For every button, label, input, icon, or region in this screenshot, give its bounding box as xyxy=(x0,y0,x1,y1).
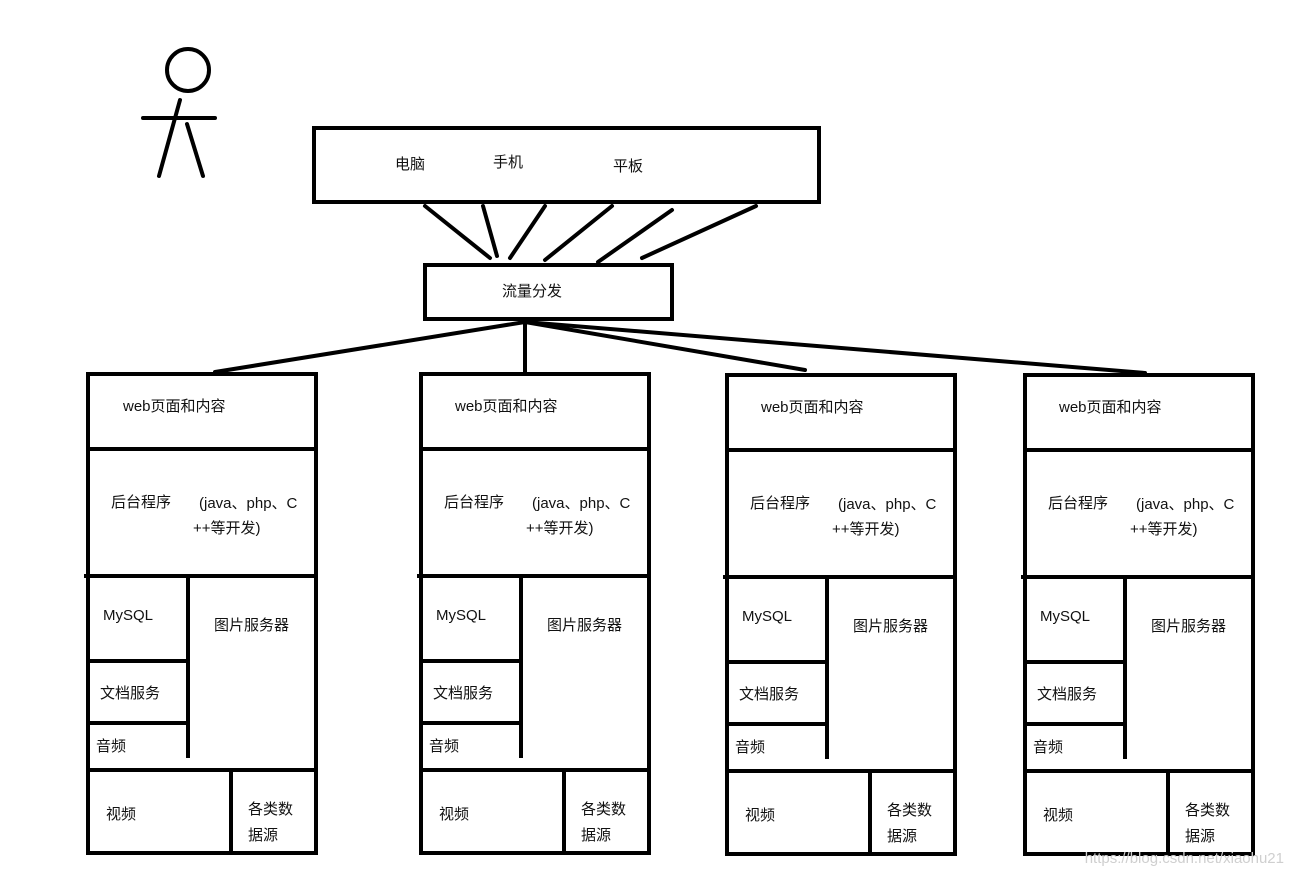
mysql-label: MySQL xyxy=(742,608,793,625)
audio-label: 音频 xyxy=(1033,739,1064,756)
audio-label: 音频 xyxy=(96,738,127,755)
image-server-label: 图片服务器 xyxy=(547,617,623,634)
doc-service-label: 文档服务 xyxy=(1037,686,1098,703)
divider xyxy=(229,768,233,855)
data-source-line2: 据源 xyxy=(1185,828,1216,845)
backend-lang-line1: (java、php、C xyxy=(1136,496,1235,513)
divider xyxy=(419,768,651,772)
divider xyxy=(417,574,651,578)
divider xyxy=(1023,448,1255,452)
image-server-label: 图片服务器 xyxy=(853,618,929,635)
divider xyxy=(562,768,566,855)
divider xyxy=(86,447,318,451)
divider xyxy=(868,769,872,856)
video-label: 视频 xyxy=(439,806,470,823)
divider xyxy=(519,574,523,758)
web-content-label: web页面和内容 xyxy=(1059,399,1162,416)
divider xyxy=(725,660,825,664)
data-source-line1: 各类数 xyxy=(581,801,627,818)
traffic-dispatcher-label: 流量分发 xyxy=(502,283,563,300)
backend-lang-line2: ++等开发) xyxy=(193,520,261,537)
divider xyxy=(725,448,957,452)
audio-label: 音频 xyxy=(735,739,766,756)
web-content-label: web页面和内容 xyxy=(123,398,226,415)
divider xyxy=(723,575,957,579)
watermark: https://blog.csdn.net/xiaohu21 xyxy=(1084,850,1284,867)
backend-title-label: 后台程序 xyxy=(750,495,811,512)
doc-service-label: 文档服务 xyxy=(100,685,161,702)
image-server-label: 图片服务器 xyxy=(214,617,290,634)
backend-title-label: 后台程序 xyxy=(444,494,505,511)
data-source-line2: 据源 xyxy=(887,828,918,845)
mysql-label: MySQL xyxy=(103,607,154,624)
data-source-line1: 各类数 xyxy=(1185,802,1231,819)
data-source-line1: 各类数 xyxy=(248,801,294,818)
data-source-line2: 据源 xyxy=(581,827,612,844)
backend-lang-line2: ++等开发) xyxy=(832,521,900,538)
divider xyxy=(419,659,519,663)
mysql-label: MySQL xyxy=(436,607,487,624)
mysql-label: MySQL xyxy=(1040,608,1091,625)
divider xyxy=(1023,660,1123,664)
video-label: 视频 xyxy=(106,806,137,823)
web-content-label: web页面和内容 xyxy=(761,399,864,416)
divider xyxy=(1023,769,1255,773)
device-tablet-label: 平板 xyxy=(613,158,644,175)
web-content-label: web页面和内容 xyxy=(455,398,558,415)
data-source-line1: 各类数 xyxy=(887,802,933,819)
user-figure-icon xyxy=(141,47,217,178)
video-label: 视频 xyxy=(745,807,776,824)
backend-lang-line2: ++等开发) xyxy=(526,520,594,537)
divider xyxy=(1166,769,1170,856)
server-node-frame xyxy=(419,372,651,855)
device-phone-label: 手机 xyxy=(493,154,524,171)
divider xyxy=(84,574,318,578)
divider xyxy=(419,447,651,451)
divider xyxy=(1023,722,1123,726)
divider xyxy=(1021,575,1255,579)
image-server-label: 图片服务器 xyxy=(1151,618,1227,635)
backend-lang-line1: (java、php、C xyxy=(532,495,631,512)
divider xyxy=(725,769,957,773)
server-node-frame xyxy=(725,373,957,856)
server-node-frame xyxy=(86,372,318,855)
backend-title-label: 后台程序 xyxy=(111,494,172,511)
server-node-frame xyxy=(1023,373,1255,856)
backend-title-label: 后台程序 xyxy=(1048,495,1109,512)
backend-lang-line1: (java、php、C xyxy=(199,495,298,512)
traffic-dispatcher-box xyxy=(423,263,674,321)
backend-lang-line1: (java、php、C xyxy=(838,496,937,513)
divider xyxy=(86,768,318,772)
divider xyxy=(419,721,519,725)
divider xyxy=(86,721,186,725)
video-label: 视频 xyxy=(1043,807,1074,824)
dispatcher-to-nodes-lines xyxy=(213,320,1147,375)
divider xyxy=(725,722,825,726)
devices-box xyxy=(312,126,821,204)
doc-service-label: 文档服务 xyxy=(433,685,494,702)
divider xyxy=(86,659,186,663)
device-to-dispatcher-lines xyxy=(423,204,758,264)
divider xyxy=(825,575,829,759)
doc-service-label: 文档服务 xyxy=(739,686,800,703)
divider xyxy=(1123,575,1127,759)
divider xyxy=(186,574,190,758)
data-source-line2: 据源 xyxy=(248,827,279,844)
audio-label: 音频 xyxy=(429,738,460,755)
backend-lang-line2: ++等开发) xyxy=(1130,521,1198,538)
device-computer-label: 电脑 xyxy=(395,156,426,173)
